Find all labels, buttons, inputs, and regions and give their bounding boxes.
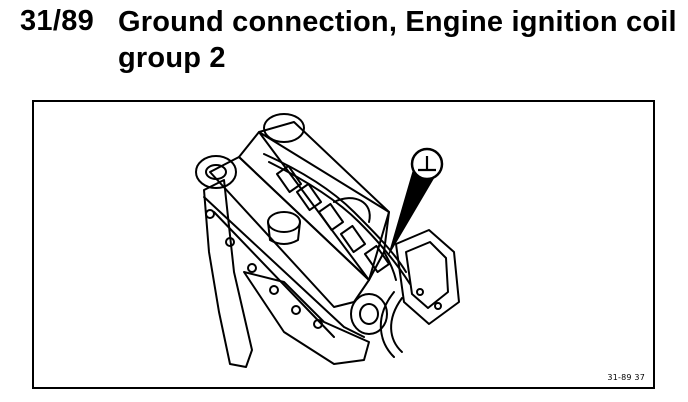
rocker-cover-right — [258, 121, 390, 281]
cylinder-head-edge — [203, 196, 365, 338]
oil-filler-cap-side — [267, 221, 301, 245]
bolt-5 — [291, 305, 301, 315]
section-title: Ground connection, Engine ignition coil … — [118, 6, 677, 74]
rear-pulley-inner — [359, 303, 379, 325]
figure-frame: 31-89 37 — [32, 100, 655, 389]
section-number: 31/89 — [20, 5, 95, 37]
manifold-pipe — [379, 291, 395, 358]
wiring-harness — [263, 153, 407, 273]
manifold-bolt-2 — [434, 302, 442, 310]
ground-symbol-icon — [418, 156, 436, 172]
intake-manifold — [395, 229, 460, 325]
bolt-3 — [247, 263, 257, 273]
wiring-loop — [333, 197, 371, 223]
engine-block-lower — [243, 271, 370, 365]
rocker-cover-left — [209, 156, 370, 308]
ground-cable — [383, 251, 397, 281]
engine-block-side — [203, 179, 253, 368]
cylinder-head-edge-2 — [213, 211, 335, 338]
engine-illustration — [195, 113, 460, 368]
ignition-coil-5 — [363, 244, 391, 274]
bolt-1 — [205, 209, 215, 219]
wiring-harness-2 — [268, 161, 411, 285]
rocker-cover-body — [238, 131, 390, 281]
bolt-6 — [313, 319, 323, 329]
camshaft-pulley — [263, 113, 305, 143]
figure-code: 31-89 37 — [607, 373, 645, 382]
callout-pointer — [388, 167, 437, 255]
intake-manifold-inner — [405, 241, 449, 309]
front-pulley-inner — [205, 164, 227, 180]
front-pulley — [195, 155, 237, 189]
manifold-pipe-2 — [390, 297, 403, 353]
oil-filler-cap — [267, 211, 301, 233]
bolt-4 — [269, 285, 279, 295]
rear-pulley — [350, 293, 388, 335]
manifold-bolt-1 — [416, 288, 424, 296]
ignition-coil-2 — [295, 182, 323, 212]
section-heading: 31/89 Ground connection, Engine ignition… — [20, 4, 680, 78]
ignition-coil-4 — [339, 224, 367, 254]
bolt-2 — [225, 237, 235, 247]
ignition-coil-3 — [317, 202, 345, 232]
